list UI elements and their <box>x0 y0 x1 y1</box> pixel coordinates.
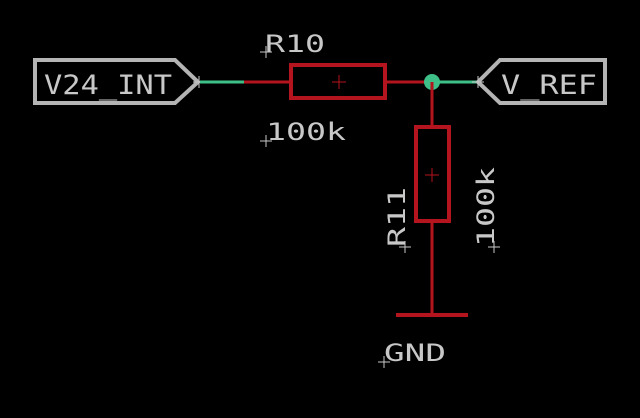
resistor-r10-ref: R10 <box>265 30 325 58</box>
net-label-v-ref-origin <box>472 76 484 88</box>
net-label-v-ref-frame <box>475 58 607 105</box>
resistor-r10-value: 100k <box>266 118 347 146</box>
net-label-v24-int-frame <box>33 58 201 105</box>
ground-label-origin <box>378 356 390 368</box>
ground-label: GND <box>384 339 446 367</box>
resistor-r11-center-mark <box>425 168 439 182</box>
resistor-r11-value: 100k <box>472 166 500 247</box>
resistor-r11-value-origin <box>488 241 500 253</box>
resistor-r11-ref: R11 <box>383 187 411 247</box>
resistor-r10[interactable] <box>244 63 432 100</box>
net-label-v-ref-text: V_REF <box>501 70 597 101</box>
resistor-r10-ref-origin <box>260 46 272 58</box>
net-label-v24-int[interactable]: V24_INT <box>33 58 205 105</box>
resistor-r10-center-mark <box>332 75 346 89</box>
resistor-r11-ref-origin <box>399 241 411 253</box>
net-label-v-ref[interactable]: V_REF <box>472 58 607 105</box>
net-label-v24-int-text: V24_INT <box>44 70 172 101</box>
resistor-r11[interactable] <box>414 82 451 315</box>
resistor-r10-value-origin <box>260 135 272 147</box>
